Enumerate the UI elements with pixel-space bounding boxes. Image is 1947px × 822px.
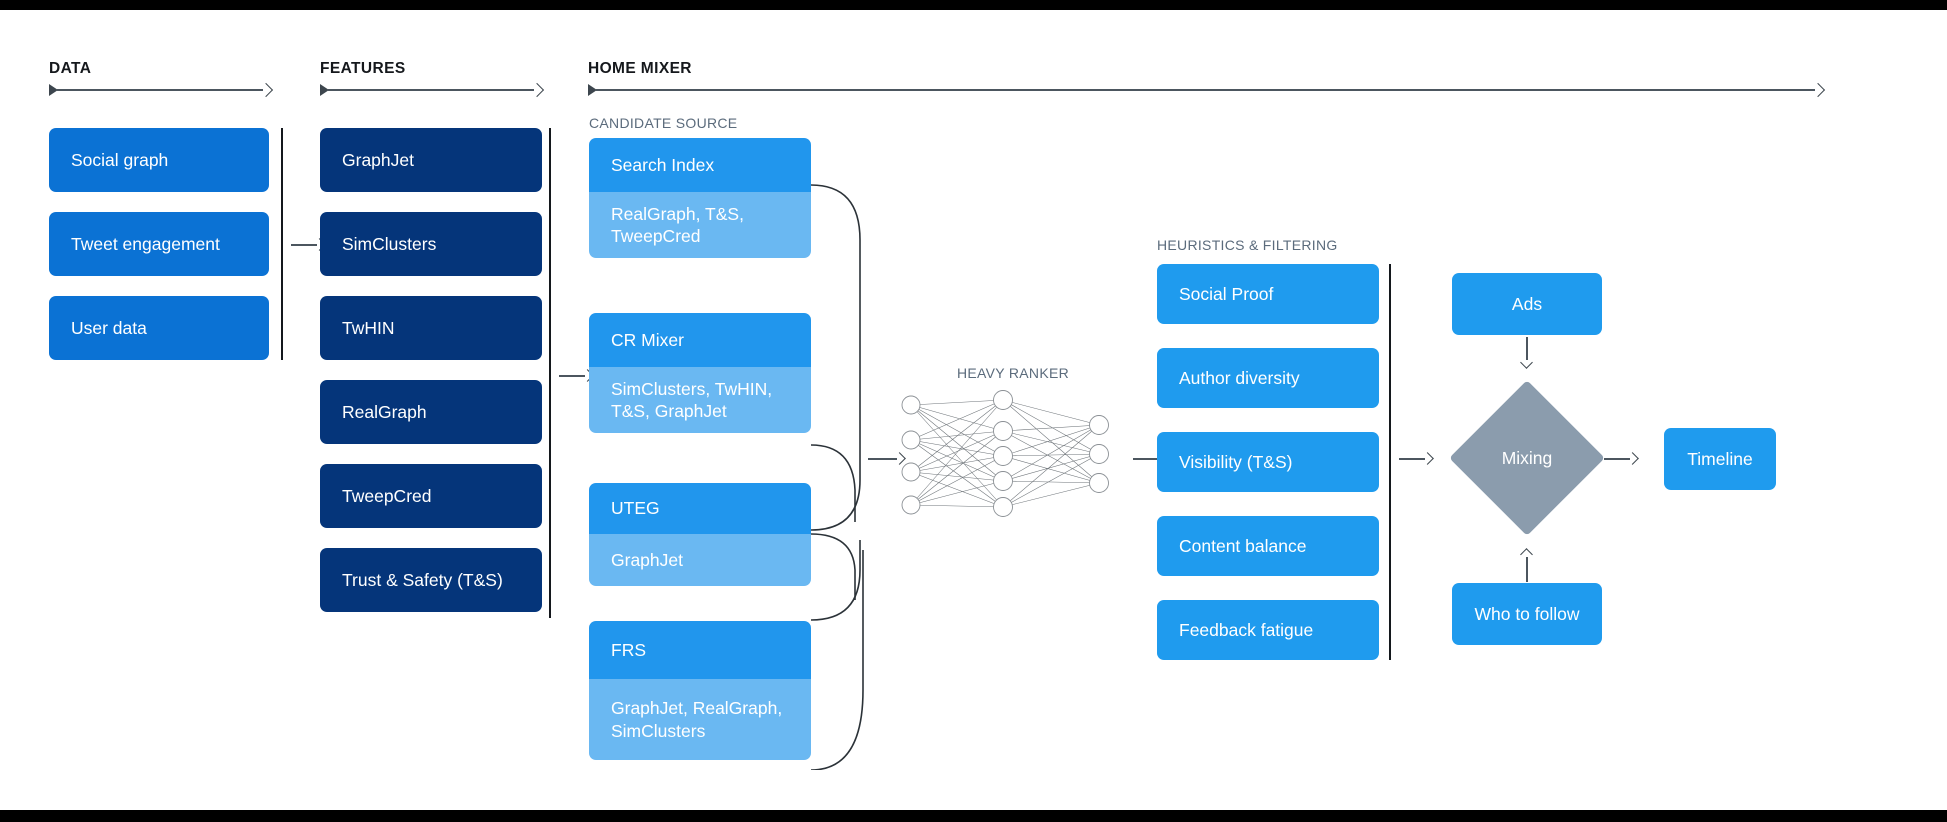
axis-end-arrow (1810, 82, 1826, 98)
arrow-ranker-to-heuristics (1133, 452, 1171, 466)
arrow-data-to-features (291, 238, 326, 252)
mixing-label: Mixing (1501, 447, 1553, 468)
heuristic-box-social-proof[interactable]: Social Proof (1157, 264, 1379, 324)
axis-start-marker (588, 84, 597, 96)
sublabel-heuristics: HEURISTICS & FILTERING (1157, 237, 1338, 253)
box-label: SimClusters (342, 233, 437, 254)
arrow-line (1526, 557, 1528, 582)
axis-end-arrow (529, 82, 545, 98)
box-label: Author diversity (1179, 367, 1300, 388)
feature-box-simclusters[interactable]: SimClusters (320, 212, 542, 276)
heavy-ranker-network (901, 390, 1109, 517)
candidate-source-cr-mixer[interactable]: CR Mixer SimClusters, TwHIN, T&S, GraphJ… (589, 313, 811, 433)
arrow-who-to-follow-to-mixing (1520, 548, 1534, 582)
box-label: TwHIN (342, 317, 395, 338)
diagram-surface: DATA FEATURES HOME MIXER CANDIDATE SOURC… (0, 10, 1947, 810)
box-label: Ads (1511, 293, 1543, 314)
arrow-line (559, 375, 585, 377)
arrow-line (1133, 458, 1162, 460)
axis-line (328, 89, 534, 91)
heuristic-box-content-balance[interactable]: Content balance (1157, 516, 1379, 576)
candidate-source-name: CR Mixer (589, 313, 811, 367)
box-label: Trust & Safety (T&S) (342, 569, 503, 590)
mixing-input-ads[interactable]: Ads (1452, 273, 1602, 335)
candidate-source-connectors (810, 184, 864, 770)
candidate-source-name: UTEG (589, 483, 811, 534)
axis-line (596, 89, 1815, 91)
box-label: Content balance (1179, 535, 1307, 556)
sublabel-candidate-source: CANDIDATE SOURCE (589, 115, 738, 131)
candidate-source-features: GraphJet, RealGraph, SimClusters (589, 679, 811, 760)
feature-box-trust-safety[interactable]: Trust & Safety (T&S) (320, 548, 542, 612)
box-label: Who to follow (1474, 603, 1580, 624)
output-box-timeline[interactable]: Timeline (1664, 428, 1776, 490)
box-label: Visibility (T&S) (1179, 451, 1293, 472)
box-label: GraphJet (342, 149, 414, 170)
axis-end-arrow (258, 82, 274, 98)
box-label: Social Proof (1179, 283, 1274, 304)
arrow-line (291, 244, 317, 246)
candidate-source-name: Search Index (589, 138, 811, 192)
arrow-head (1520, 548, 1534, 561)
divider-features-mixer (549, 128, 551, 618)
data-box-social-graph[interactable]: Social graph (49, 128, 269, 192)
candidate-source-name: FRS (589, 621, 811, 679)
candidate-source-features: GraphJet (589, 534, 811, 586)
arrow-features-to-mixer (559, 369, 594, 383)
feature-box-twhin[interactable]: TwHIN (320, 296, 542, 360)
sublabel-heavy-ranker: HEAVY RANKER (957, 365, 1070, 381)
arrow-heuristics-to-mixing (1399, 452, 1434, 466)
box-label: RealGraph (342, 401, 427, 422)
feature-box-realgraph[interactable]: RealGraph (320, 380, 542, 444)
data-box-user-data[interactable]: User data (49, 296, 269, 360)
axis-start-marker (320, 84, 329, 96)
box-label: Timeline (1687, 448, 1753, 469)
arrow-head (1520, 356, 1534, 369)
box-label: Feedback fatigue (1179, 619, 1314, 640)
axis-line (57, 89, 263, 91)
heuristic-box-author-diversity[interactable]: Author diversity (1157, 348, 1379, 408)
arrow-line (1604, 458, 1630, 460)
stage-axis-features (320, 82, 545, 98)
feature-box-graphjet[interactable]: GraphJet (320, 128, 542, 192)
stage-axis-home-mixer (588, 82, 1826, 98)
arrow-line (1526, 337, 1528, 360)
mixing-input-who-to-follow[interactable]: Who to follow (1452, 583, 1602, 645)
heuristic-box-visibility[interactable]: Visibility (T&S) (1157, 432, 1379, 492)
arrow-line (868, 458, 897, 460)
arrow-mixing-to-timeline (1604, 452, 1639, 466)
box-label: TweepCred (342, 485, 432, 506)
feature-box-tweepcred[interactable]: TweepCred (320, 464, 542, 528)
box-label: Tweet engagement (71, 233, 220, 254)
heuristic-box-feedback-fatigue[interactable]: Feedback fatigue (1157, 600, 1379, 660)
stage-label-home-mixer: HOME MIXER (588, 60, 692, 77)
divider-data-features (281, 128, 283, 360)
candidate-source-uteg[interactable]: UTEG GraphJet (589, 483, 811, 586)
arrow-line (1399, 458, 1425, 460)
arrow-head (1421, 452, 1434, 466)
box-label: User data (71, 317, 147, 338)
arrow-candidates-to-ranker (868, 452, 906, 466)
divider-heuristics-mixing (1389, 264, 1391, 660)
stage-label-data: DATA (49, 60, 92, 77)
stage-label-features: FEATURES (320, 60, 406, 77)
box-label: Social graph (71, 149, 169, 170)
axis-start-marker (49, 84, 58, 96)
stage-axis-data (49, 82, 274, 98)
candidate-source-frs[interactable]: FRS GraphJet, RealGraph, SimClusters (589, 621, 811, 760)
arrow-ads-to-mixing (1520, 337, 1534, 369)
candidate-source-features: RealGraph, T&S, TweepCred (589, 192, 811, 258)
candidate-source-search-index[interactable]: Search Index RealGraph, T&S, TweepCred (589, 138, 811, 258)
data-box-tweet-engagement[interactable]: Tweet engagement (49, 212, 269, 276)
candidate-source-features: SimClusters, TwHIN, T&S, GraphJet (589, 367, 811, 433)
arrow-head (1626, 452, 1639, 466)
